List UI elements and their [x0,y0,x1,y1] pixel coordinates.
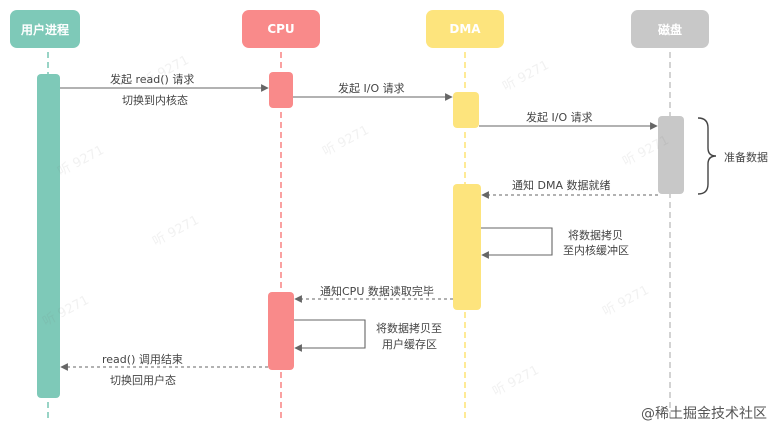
participant-disk: 磁盘 [631,10,709,48]
label-io-request-dma: 发起 I/O 请求 [526,111,593,124]
participant-cpu: CPU [242,10,320,48]
label-notify-cpu: 通知CPU 数据读取完毕 [320,285,434,298]
source-credit: @稀土掘金技术社区 [641,406,767,422]
label-copy-user-2: 用户缓存区 [382,338,437,351]
brace-prepare-data [697,117,717,195]
activation-dma-2 [453,184,481,310]
label-read-end: read() 调用结束 [102,353,183,366]
label-notify-dma: 通知 DMA 数据就绪 [512,179,611,192]
activation-disk [658,116,684,194]
activation-cpu-2 [268,292,294,370]
label-copy-kernel-1: 将数据拷贝 [568,229,623,242]
label-read-request: 发起 read() 请求 [110,73,195,86]
participant-user-process: 用户进程 [10,10,80,48]
label-copy-user-1: 将数据拷贝至 [376,322,442,335]
label-io-request-cpu: 发起 I/O 请求 [338,82,405,95]
arrow-dma-self-copy [481,227,553,259]
label-switch-user: 切换回用户态 [110,374,176,387]
activation-user [37,74,60,398]
label-prepare-data: 准备数据 [724,151,768,164]
arrow-cpu-self-copy [294,319,366,352]
label-switch-kernel: 切换到内核态 [122,94,188,107]
label-copy-kernel-2: 至内核缓冲区 [563,244,629,257]
participant-dma: DMA [426,10,504,48]
activation-cpu-1 [269,72,293,108]
activation-dma-1 [453,92,479,128]
